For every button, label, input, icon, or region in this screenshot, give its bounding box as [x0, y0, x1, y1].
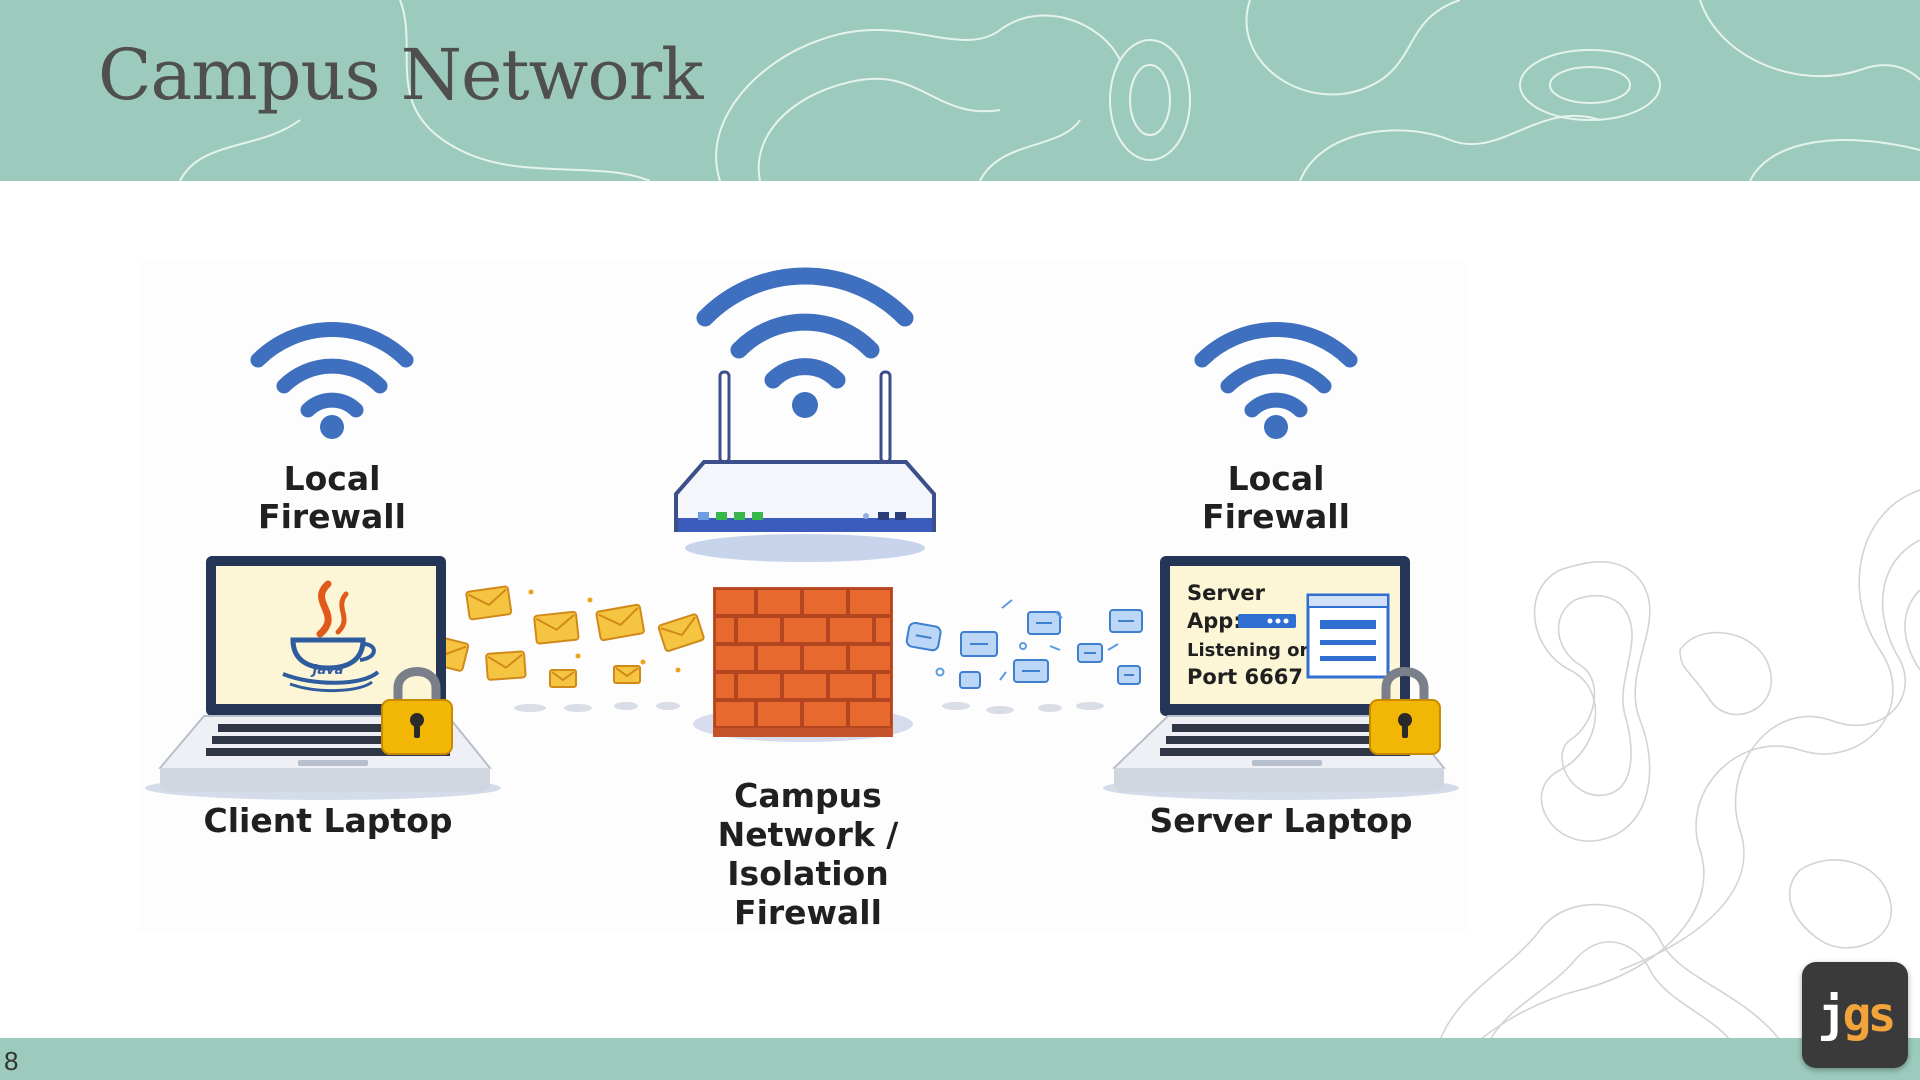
server-laptop-label: Server Laptop	[1149, 801, 1413, 840]
client-firewall-label-line2: Firewall	[258, 497, 406, 536]
server-screen-line2: App:	[1187, 609, 1242, 633]
java-logo-icon: Java	[282, 580, 380, 692]
router-icon	[674, 370, 936, 562]
wifi-icon	[250, 321, 414, 439]
wifi-icon	[1194, 321, 1358, 439]
campus-label-line3: Isolation	[727, 854, 889, 893]
logo-text-gs: gs	[1842, 987, 1897, 1043]
java-logo-text: Java	[310, 663, 344, 678]
footer-band	[0, 1038, 1920, 1080]
server-screen-line4: Port 6667	[1187, 665, 1303, 689]
slide-title: Campus Network	[98, 34, 703, 116]
server-screen-line3: Listening or	[1187, 640, 1308, 661]
campus-firewall-label: Campus Network / Isolation Firewall	[678, 776, 938, 932]
campus-label-line4: Firewall	[734, 893, 882, 932]
envelope-icon	[420, 585, 705, 688]
topographic-pattern	[179, 0, 1920, 181]
data-packet-icon	[905, 609, 1143, 689]
server-firewall-label-line1: Local	[1227, 459, 1325, 498]
logo-text-j: j	[1817, 987, 1847, 1043]
campus-label-line2: Network /	[717, 815, 899, 854]
topographic-decoration	[1439, 489, 1920, 1040]
header-band: Campus Network	[0, 0, 1920, 181]
campus-label-line1: Campus	[734, 776, 882, 815]
client-firewall-label: Local Firewall	[232, 460, 432, 536]
network-diagram: Java Server App: Listening or	[138, 262, 1468, 932]
server-firewall-label: Local Firewall	[1176, 460, 1376, 536]
brick-firewall-icon	[693, 587, 913, 742]
padlock-icon	[381, 667, 453, 755]
padlock-icon	[1369, 667, 1441, 755]
server-screen: Server App: Listening or Port 6667	[1187, 581, 1390, 689]
page-number: 8	[4, 1046, 19, 1076]
server-screen-line1: Server	[1187, 581, 1266, 605]
server-firewall-label-line2: Firewall	[1202, 497, 1350, 536]
client-laptop-label: Client Laptop	[203, 801, 453, 840]
client-firewall-label-line1: Local	[283, 459, 381, 498]
wifi-icon	[696, 267, 914, 418]
